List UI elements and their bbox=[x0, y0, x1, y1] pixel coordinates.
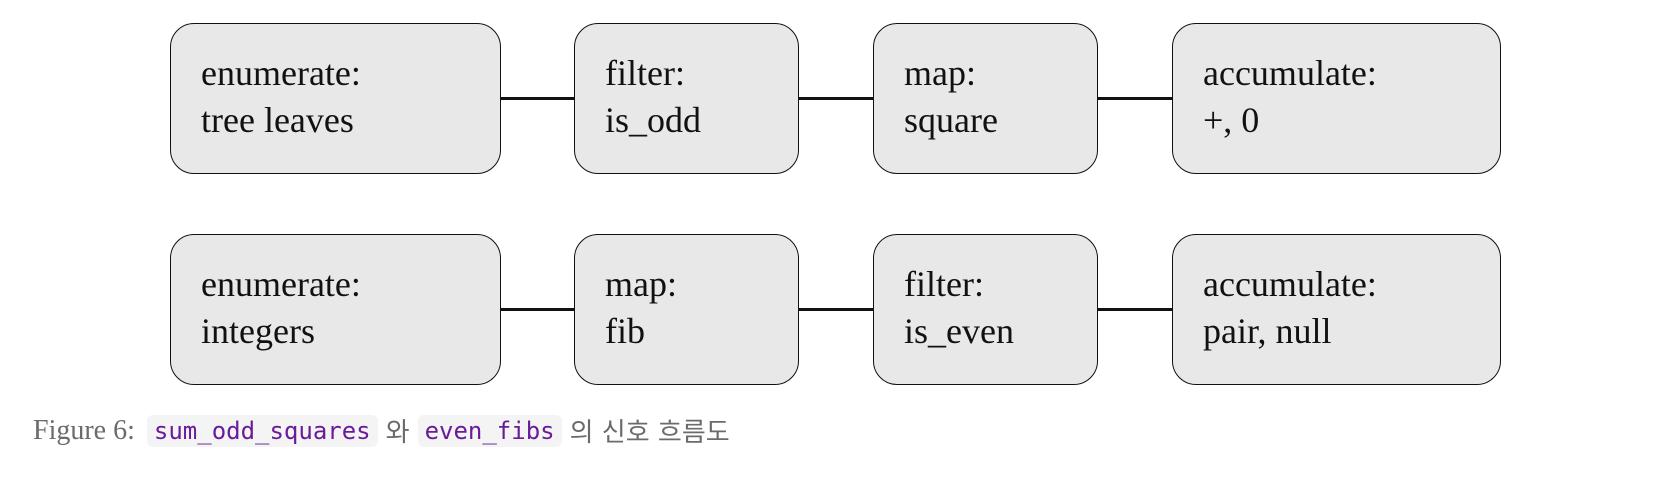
stage-value: fib bbox=[605, 311, 645, 351]
stage-label: enumerate: bbox=[201, 53, 361, 93]
stage-label: accumulate: bbox=[1203, 53, 1377, 93]
caption-suffix: 의 신호 흐름도 bbox=[569, 418, 730, 448]
stage-label: filter: bbox=[904, 264, 984, 304]
connector-line bbox=[1098, 308, 1172, 311]
stage-value: is_odd bbox=[605, 100, 702, 140]
stage-value: integers bbox=[201, 311, 315, 351]
row1-accumulate-box: accumulate: +, 0 bbox=[1172, 23, 1501, 174]
caption-connective: 와 bbox=[385, 418, 410, 448]
row1-filter-box: filter: is_odd bbox=[574, 23, 799, 174]
stage-value: +, 0 bbox=[1203, 100, 1260, 140]
caption-code-sum-odd-squares: sum_odd_squares bbox=[146, 414, 378, 447]
figure-caption: Figure 6: sum_odd_squares 와 even_fibs 의 … bbox=[33, 412, 734, 449]
row1-enumerate-box: enumerate: tree leaves bbox=[170, 23, 501, 174]
stage-label: filter: bbox=[605, 53, 685, 93]
stage-value: square bbox=[904, 100, 998, 140]
stage-label: enumerate: bbox=[201, 264, 361, 304]
row1-map-box: map: square bbox=[873, 23, 1098, 174]
caption-code-even-fibs: even_fibs bbox=[417, 414, 562, 447]
signal-flow-diagram: enumerate: tree leaves filter: is_odd ma… bbox=[170, 23, 1501, 385]
stage-value: pair, null bbox=[1203, 311, 1332, 351]
row2-map-box: map: fib bbox=[574, 234, 799, 385]
row2-enumerate-box: enumerate: integers bbox=[170, 234, 501, 385]
stage-value: tree leaves bbox=[201, 100, 354, 140]
row2-accumulate-box: accumulate: pair, null bbox=[1172, 234, 1501, 385]
caption-label: Figure 6: bbox=[33, 414, 135, 446]
connector-line bbox=[501, 97, 574, 100]
connector-line bbox=[501, 308, 574, 311]
connector-line bbox=[799, 97, 873, 100]
stage-value: is_even bbox=[904, 311, 1014, 351]
connector-line bbox=[1098, 97, 1172, 100]
stage-label: map: bbox=[904, 53, 976, 93]
connector-line bbox=[799, 308, 873, 311]
stage-label: map: bbox=[605, 264, 677, 304]
stage-label: accumulate: bbox=[1203, 264, 1377, 304]
row2-filter-box: filter: is_even bbox=[873, 234, 1098, 385]
